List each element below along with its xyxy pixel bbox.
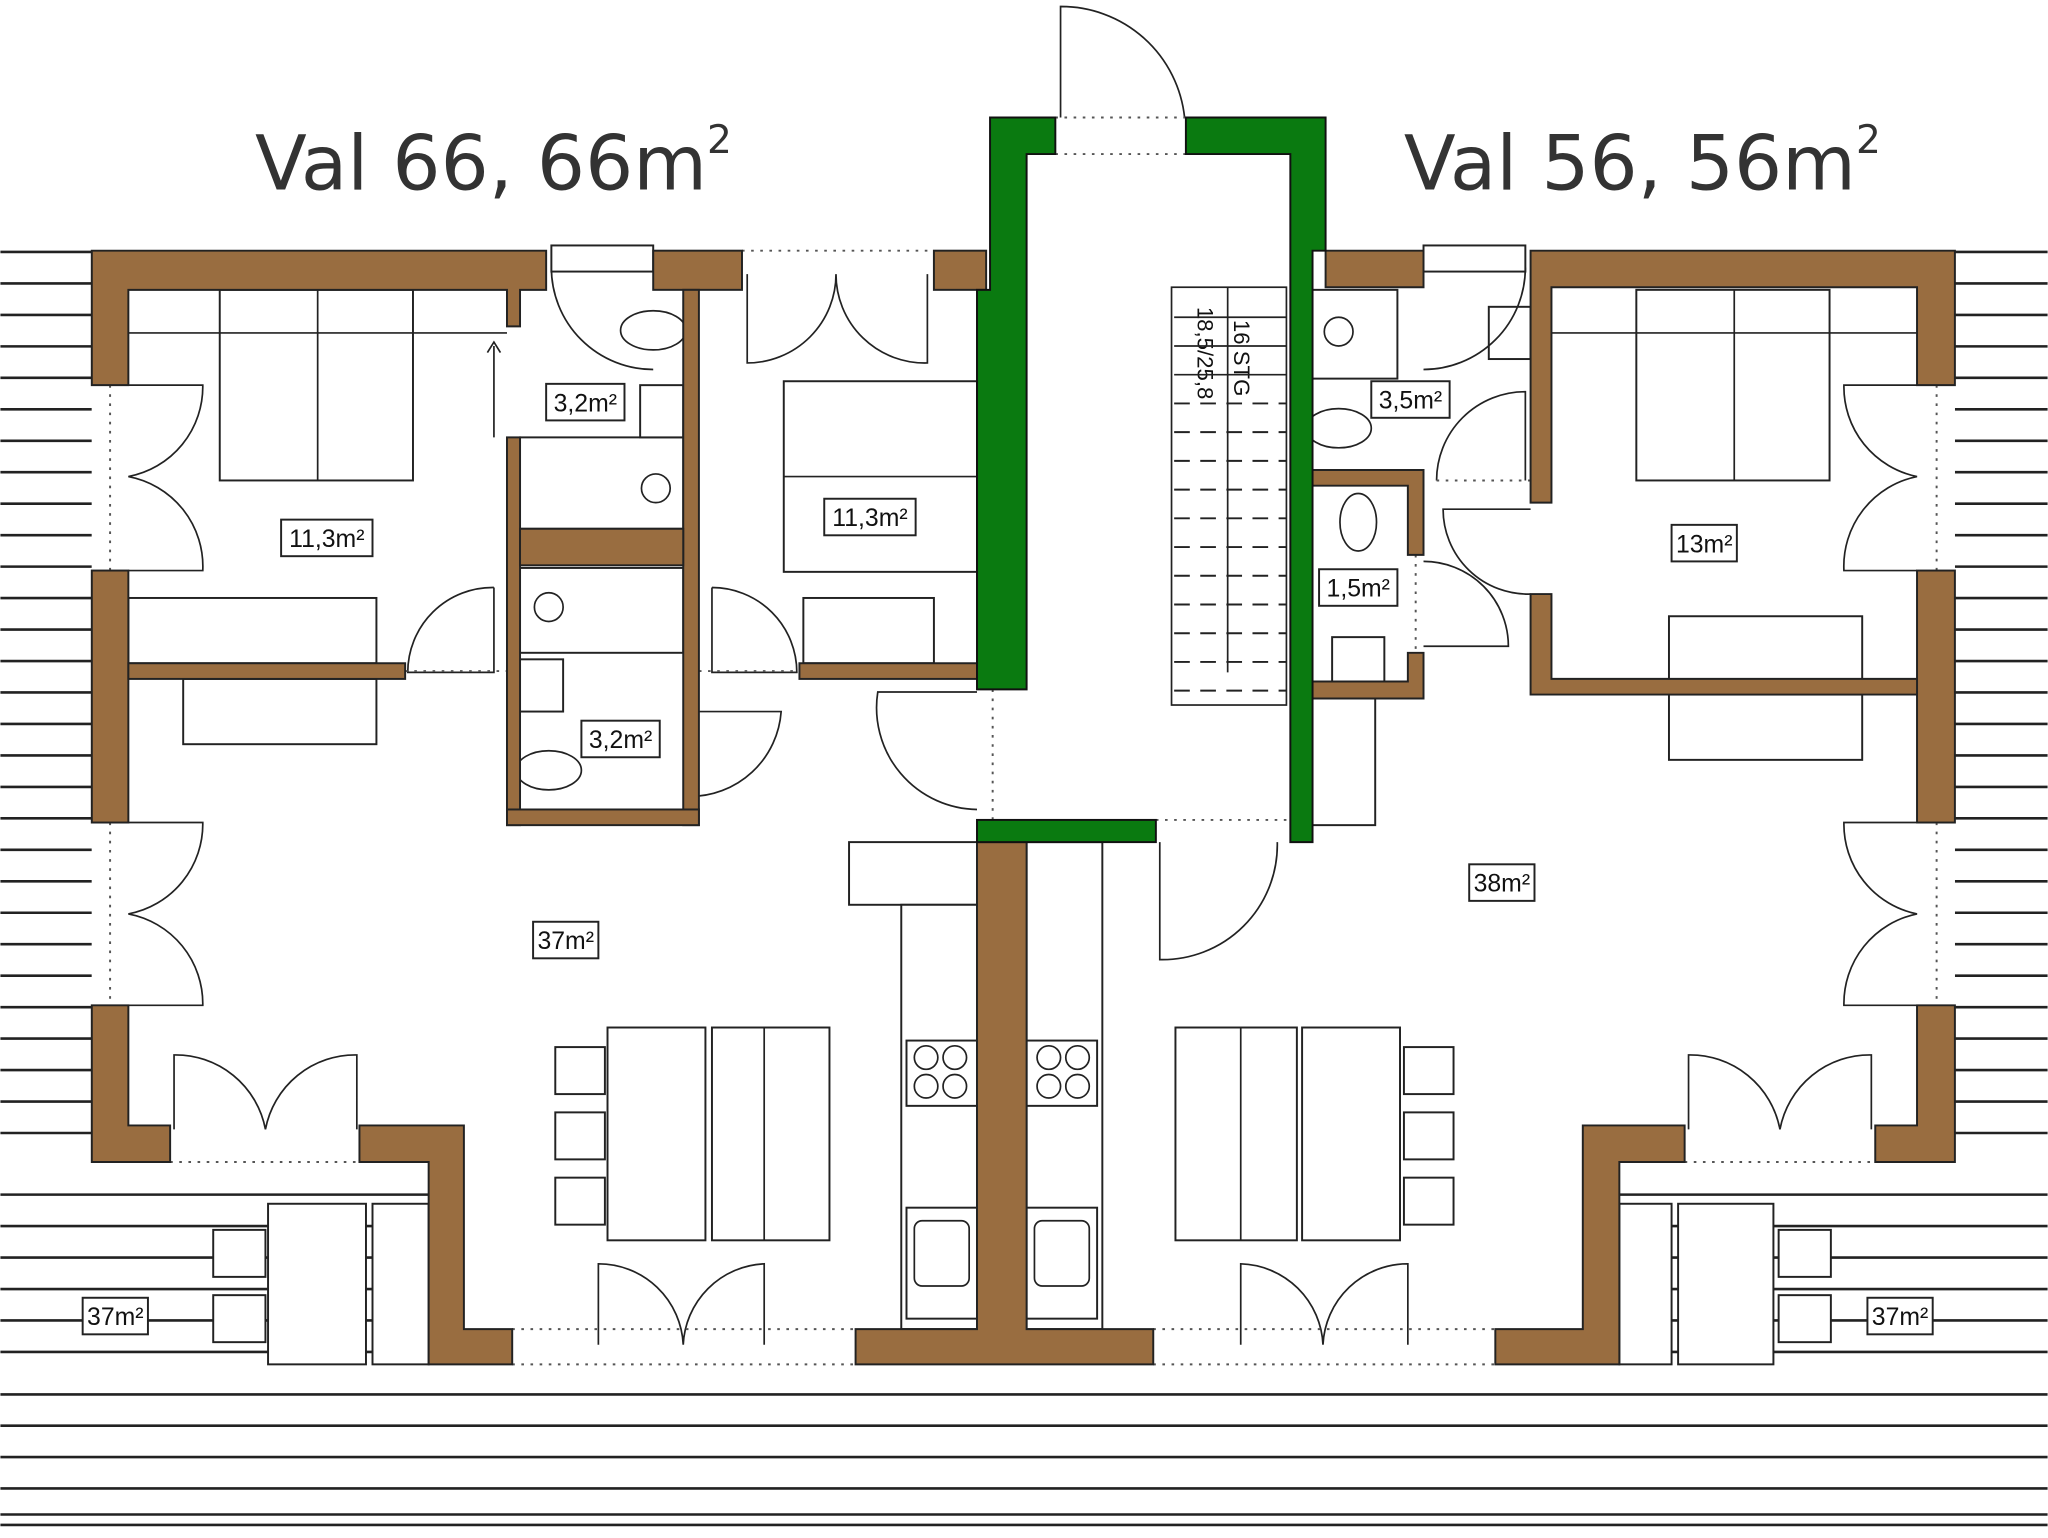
room-label-right-bedroom: 13m² [1670,523,1738,563]
room-label-right-wc: 1,5m² [1318,568,1399,607]
title-right: Val 56, 56m2 [1404,118,1881,208]
stair-dimensions-label: 18,5/25,8 [1193,307,1218,400]
title-left: Val 66, 66m2 [255,118,732,208]
room-label-left-terrace: 37m² [81,1296,149,1336]
openings [109,116,1938,1366]
room-label-left-living: 37m² [532,920,600,960]
room-area-text: 38m² [1474,871,1531,898]
room-label-left-bath-1: 3,2m² [545,382,626,422]
doors [128,5,1918,1345]
room-label-left-bedroom-1: 11,3m² [280,518,374,558]
room-label-left-bedroom-2: 11,3m² [823,497,917,537]
room-label-right-bath: 3,5m² [1370,380,1451,419]
walls [90,116,1956,1366]
room-area-text: 11,3m² [832,505,907,532]
room-label-right-terrace: 37m² [1866,1296,1934,1336]
room-area-text: 11,3m² [289,526,364,553]
room-area-text: 3,5m² [1379,388,1442,415]
room-area-text: 37m² [87,1304,144,1331]
stair-steps-label: 16 STG [1229,320,1254,396]
room-area-text: 37m² [537,928,594,955]
room-area-text: 3,2m² [589,727,652,754]
room-area-text: 3,2m² [554,390,617,417]
room-label-right-living: 38m² [1468,863,1536,902]
room-labels: 11,3m² 3,2m² 11,3m² 3,2m² 37m² 37m² 3,5m² 1,5m²… [81,380,1934,1336]
furniture-right [1025,288,1918,1366]
staircase: 16 STG 18,5/25,8 [1170,286,1288,706]
room-area-text: 37m² [1872,1304,1929,1331]
room-area-text: 13m² [1676,531,1733,558]
deck-lines [0,250,2048,1527]
room-label-left-bath-2: 3,2m² [580,719,661,759]
room-area-text: 1,5m² [1327,576,1390,603]
furniture-left [127,288,978,1366]
